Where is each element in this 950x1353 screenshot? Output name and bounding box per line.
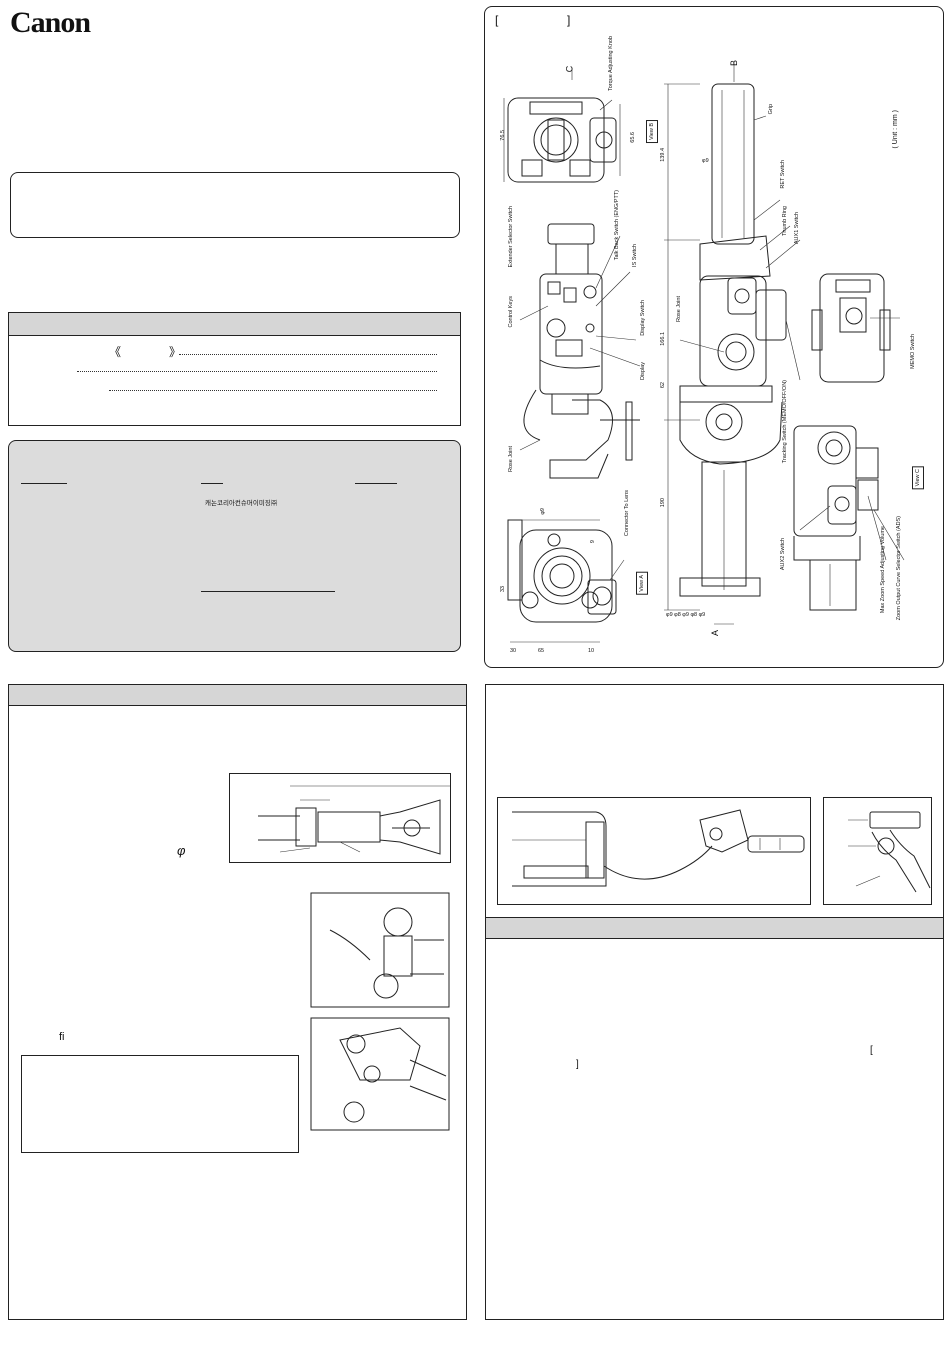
view-c-drawing	[793, 425, 879, 611]
figure-connector-frame	[823, 797, 932, 905]
notice-box	[10, 172, 460, 238]
memo-view-drawing	[811, 273, 900, 383]
contents-leader-3	[109, 390, 437, 391]
dim-phi-b: φ9	[702, 158, 709, 164]
contents-leader-1	[179, 354, 437, 355]
view-a-drawing	[507, 519, 617, 643]
contents-bracket-open: 《	[109, 345, 122, 359]
note-box	[21, 1055, 299, 1153]
dim-65: 65	[538, 648, 545, 654]
op-bracket-close: ]	[576, 1059, 579, 1070]
korean-company: 캐논코리아컨슈머이미징㈜	[205, 500, 278, 507]
service-rule-1	[21, 483, 67, 484]
dim-phi-bottom: φ9 φ8 φ9 φ8 φ9	[666, 612, 706, 618]
contents-box: 《 》	[8, 312, 461, 426]
dim-30: 30	[510, 648, 517, 654]
view-b-drawing	[503, 68, 621, 183]
figure-1-frame	[229, 773, 451, 863]
leader-lines	[519, 99, 905, 581]
service-rule-4	[201, 591, 335, 592]
phi-symbol: φ	[177, 843, 186, 858]
install-header	[9, 685, 466, 706]
dim-10: 10	[588, 648, 595, 654]
drawing-bracket-r: ]	[567, 13, 571, 27]
drawing-frame: [ ]	[484, 6, 944, 668]
canon-logo: Canon	[10, 6, 91, 39]
technical-drawing	[503, 62, 905, 643]
service-box: 캐논코리아컨슈머이미징㈜	[8, 440, 461, 652]
operation-header	[486, 917, 943, 939]
figure-connection-frame	[497, 797, 811, 905]
contents-header	[9, 313, 460, 336]
drawing-bracket-l: [	[495, 13, 499, 27]
side-view-drawing	[523, 223, 640, 479]
op-bracket-open: [	[870, 1045, 873, 1056]
contents-bracket-close: 》	[169, 345, 182, 359]
service-rule-2	[201, 483, 223, 484]
service-rule-3	[355, 483, 397, 484]
connection-section: [ ]	[485, 684, 944, 1320]
fi-glyph: fi	[59, 1031, 65, 1043]
main-vertical-drawing	[664, 62, 787, 625]
install-section: φ fi	[8, 684, 467, 1320]
contents-leader-2	[77, 371, 437, 372]
